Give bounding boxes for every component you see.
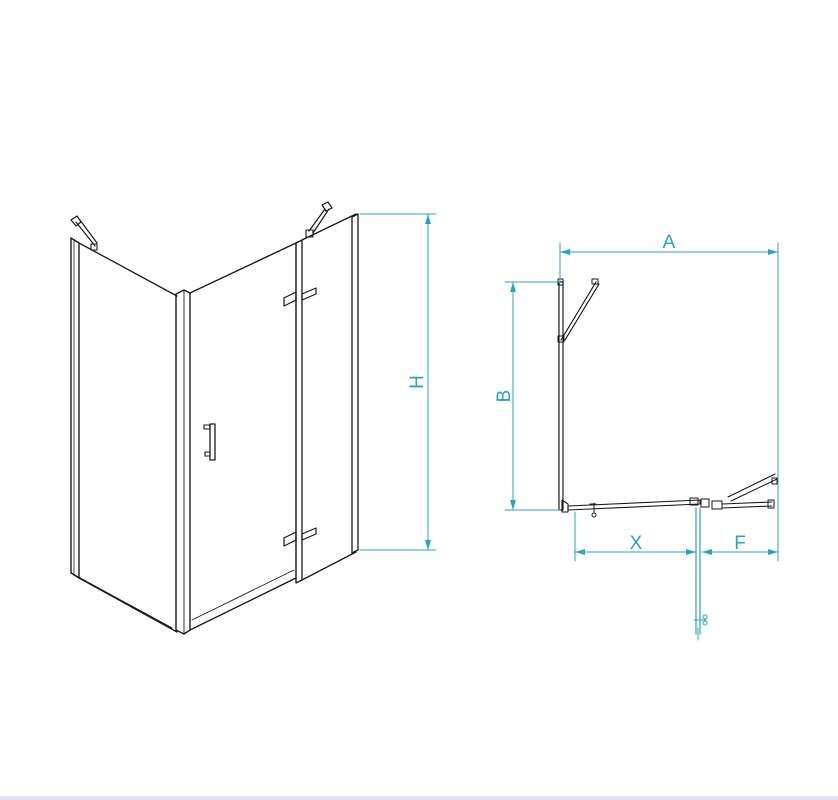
hinge-bottom xyxy=(283,527,317,547)
plan-front-panel xyxy=(561,497,775,518)
hinge-top xyxy=(283,287,317,307)
dimension-label-b: B xyxy=(494,390,515,403)
top-view-plan: A B X F xyxy=(494,232,779,641)
dimension-label-h: H xyxy=(407,375,428,389)
plan-door-open xyxy=(693,507,708,641)
bottom-strip xyxy=(0,796,838,800)
dimension-f xyxy=(701,509,779,562)
door-handle xyxy=(203,423,216,461)
dimension-a xyxy=(559,242,779,511)
dimension-label-x: X xyxy=(630,533,643,554)
plan-side-panel xyxy=(557,278,600,511)
dimension-label-f: F xyxy=(734,533,746,554)
side-panel xyxy=(70,237,178,633)
dimension-label-a: A xyxy=(663,232,676,253)
wall-bracket-right xyxy=(305,201,333,238)
dimension-height xyxy=(359,213,437,551)
dimension-b xyxy=(504,281,561,511)
corner-profile xyxy=(175,289,191,635)
fixed-panel xyxy=(295,213,359,584)
wall-bracket-left xyxy=(70,215,98,251)
plan-support-bar xyxy=(727,473,778,502)
dimension-x xyxy=(574,511,697,562)
isometric-view: H xyxy=(70,201,437,635)
door-panel xyxy=(189,242,297,631)
